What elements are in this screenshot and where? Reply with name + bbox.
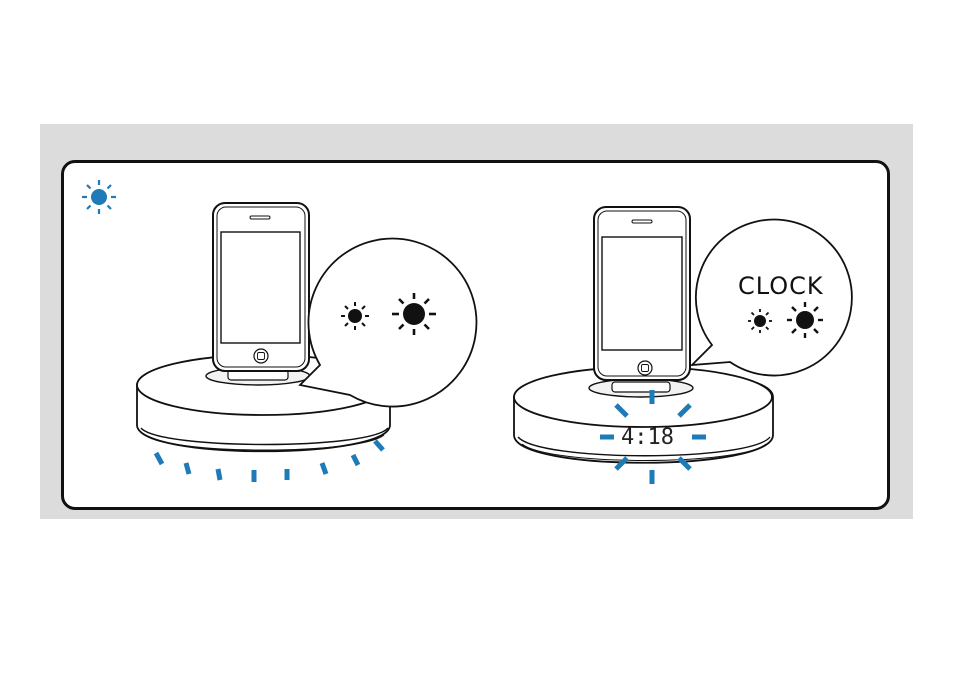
brightness-bubble-left <box>300 239 476 407</box>
sun-icon <box>82 180 116 214</box>
phone-left <box>213 203 309 371</box>
phone-right <box>594 207 690 380</box>
clock-display: 4:18 <box>621 425 674 450</box>
clock-label: CLOCK <box>738 272 824 300</box>
